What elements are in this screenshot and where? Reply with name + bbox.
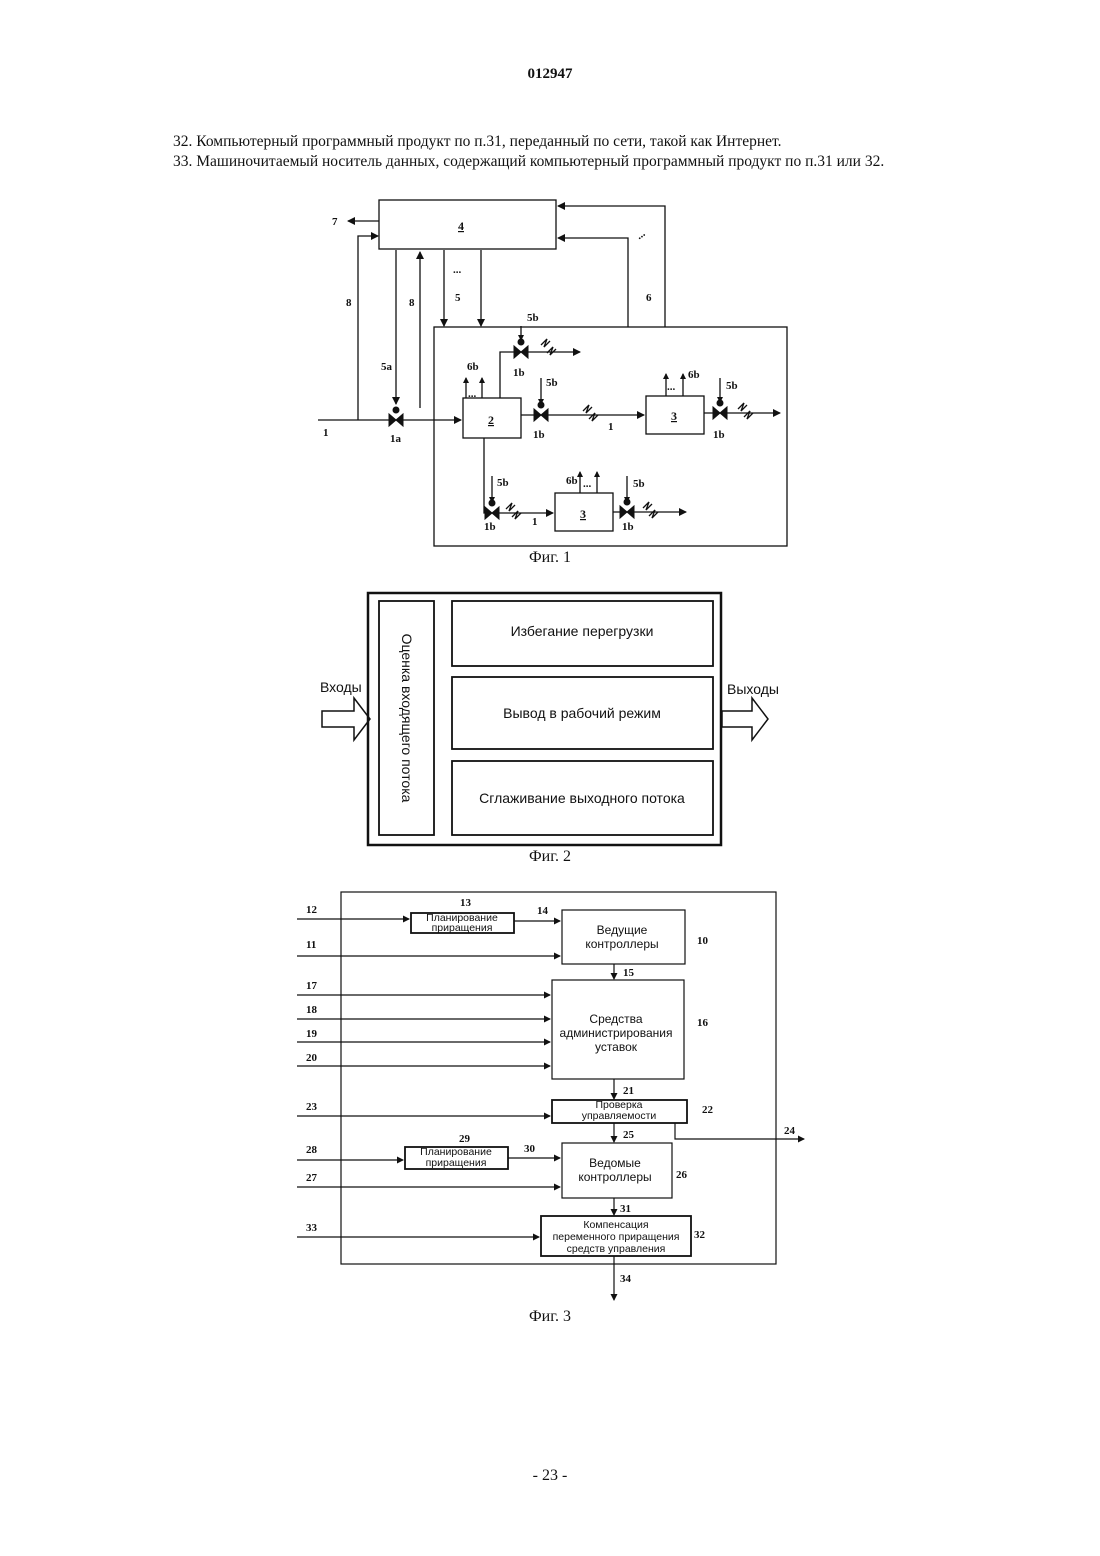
fig3-slave-l2: контроллеры: [578, 1170, 651, 1184]
fig3-admin-l1: Средства: [589, 1012, 642, 1026]
fig3-increment-plan-2-l2: приращения: [426, 1157, 487, 1169]
figure-3-diagram: Планирование приращения Планирование при…: [0, 0, 1100, 1310]
fig3-label-12: 12: [306, 904, 318, 916]
fig3-label-21: 21: [623, 1085, 634, 1097]
fig3-increment-plan-1-l2: приращения: [432, 922, 493, 934]
fig3-label-13: 13: [460, 897, 472, 909]
fig3-label-20: 20: [306, 1052, 318, 1064]
fig3-label-15: 15: [623, 967, 635, 979]
fig3-master-l1: Ведущие: [597, 923, 648, 937]
fig3-label-28: 28: [306, 1144, 318, 1156]
fig3-master-l2: контроллеры: [585, 937, 658, 951]
page-number: - 23 -: [0, 1467, 1100, 1485]
fig3-label-22: 22: [702, 1104, 714, 1116]
fig3-slave-l1: Ведомые: [589, 1156, 641, 1170]
fig3-label-18: 18: [306, 1004, 318, 1016]
fig3-compensation-l1: Компенсация: [583, 1219, 648, 1231]
fig3-label-25: 25: [623, 1129, 635, 1141]
fig3-label-10: 10: [697, 935, 709, 947]
fig3-compensation-l3: средств управления: [567, 1243, 666, 1255]
fig3-label-27: 27: [306, 1172, 318, 1184]
fig3-label-24: 24: [784, 1125, 796, 1137]
fig3-label-29: 29: [459, 1133, 471, 1145]
figure-3-caption: Фиг. 3: [0, 1308, 1100, 1326]
fig3-admin-l2: администрирования: [560, 1026, 673, 1040]
fig3-label-23: 23: [306, 1101, 318, 1113]
fig3-label-19: 19: [306, 1028, 318, 1040]
fig3-compensation-l2: переменного приращения: [553, 1231, 680, 1243]
fig3-label-31: 31: [620, 1203, 631, 1215]
fig3-label-33: 33: [306, 1222, 318, 1234]
fig3-admin-l3: уставок: [595, 1040, 638, 1054]
fig3-label-30: 30: [524, 1143, 536, 1155]
fig3-label-11: 11: [306, 939, 316, 951]
fig3-label-34: 34: [620, 1273, 632, 1285]
fig3-label-32: 32: [694, 1229, 706, 1241]
fig3-label-16: 16: [697, 1017, 709, 1029]
fig3-label-14: 14: [537, 905, 549, 917]
fig3-controllability-l2: управляемости: [582, 1110, 657, 1122]
fig3-outer-frame: [341, 892, 776, 1264]
fig3-label-17: 17: [306, 980, 318, 992]
fig3-label-26: 26: [676, 1169, 688, 1181]
